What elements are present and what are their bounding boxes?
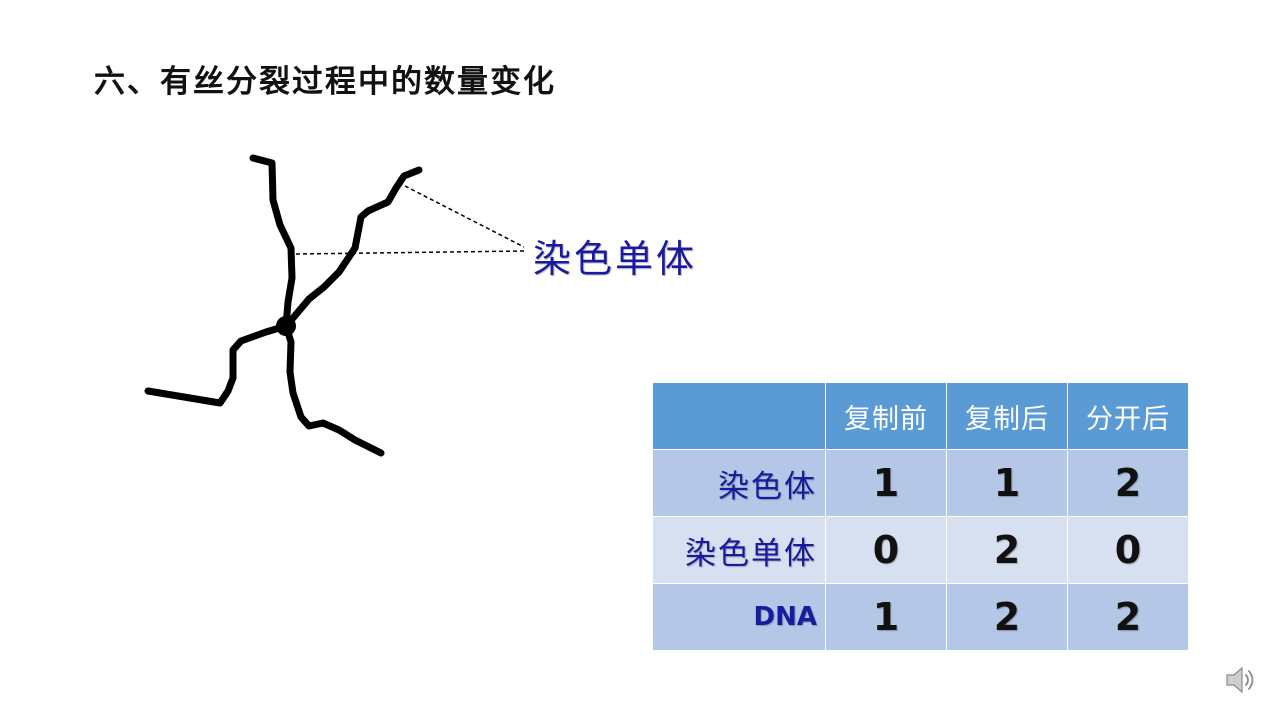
table-header-cell: 复制前 xyxy=(825,382,947,450)
table-cell: 0 xyxy=(825,516,947,584)
chromatid-arm-upper-left xyxy=(249,154,296,330)
table-header-cell: 分开后 xyxy=(1067,382,1189,450)
table-cell: 2 xyxy=(1067,583,1189,651)
table-header-row: 复制前 复制后 分开后 xyxy=(652,382,1189,450)
table-cell: 2 xyxy=(1067,449,1189,517)
table-cell: 1 xyxy=(946,449,1068,517)
slide-title: 六、有丝分裂过程中的数量变化 xyxy=(94,64,556,100)
chromatid-arm-lower-right xyxy=(282,322,385,457)
table-header-cell xyxy=(652,382,826,450)
table-cell: 2 xyxy=(946,583,1068,651)
centromere xyxy=(276,316,296,336)
row-label: 染色体 xyxy=(652,449,826,517)
chromatid-label: 染色单体 xyxy=(533,237,698,281)
table-row: DNA 1 2 2 xyxy=(652,583,1189,651)
table-cell: 1 xyxy=(825,449,947,517)
chromosome-diagram xyxy=(144,154,525,457)
chromatid-arm-lower-left xyxy=(144,322,290,407)
table-row: 染色单体 0 2 0 xyxy=(652,516,1189,584)
table-cell: 2 xyxy=(946,516,1068,584)
row-label: 染色单体 xyxy=(652,516,826,584)
table-header-cell: 复制后 xyxy=(946,382,1068,450)
pointer-line-lower xyxy=(295,250,525,255)
chromatid-arm-upper-right xyxy=(282,166,423,330)
pointer-line-upper xyxy=(404,185,525,248)
table-cell: 1 xyxy=(825,583,947,651)
table-row: 染色体 1 1 2 xyxy=(652,449,1189,517)
table-cell: 0 xyxy=(1067,516,1189,584)
row-label: DNA xyxy=(652,583,826,651)
count-table: 复制前 复制后 分开后 染色体 1 1 2 染色单体 0 2 0 DNA 1 2… xyxy=(652,382,1189,651)
speaker-icon[interactable] xyxy=(1224,664,1258,696)
